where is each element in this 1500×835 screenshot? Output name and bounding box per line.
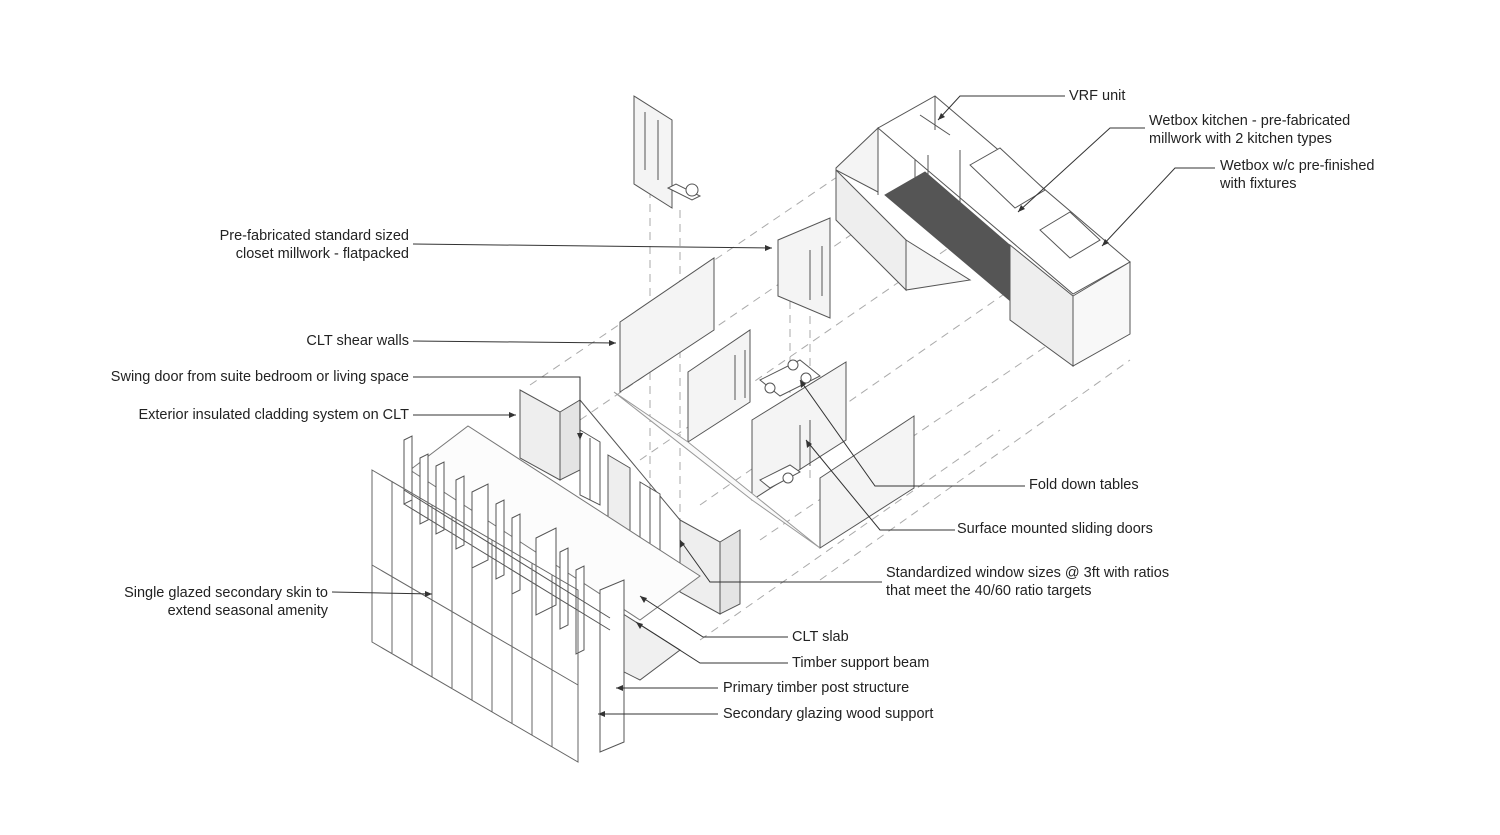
label-wetbox-kitchen: Wetbox kitchen - pre-fabricated millwork… xyxy=(1149,113,1351,147)
wetbox-unit xyxy=(835,95,1131,367)
leader-lines xyxy=(331,95,1215,715)
label-clt-shear-walls: CLT shear walls xyxy=(306,333,409,349)
label-vrf-unit: VRF unit xyxy=(1069,88,1126,104)
label-fold-down-tables: Fold down tables xyxy=(1029,477,1139,493)
label-exterior-cladding: Exterior insulated cladding system on CL… xyxy=(138,407,409,423)
label-clt-slab: CLT slab xyxy=(792,629,849,645)
label-closet-millwork: Pre-fabricated standard sized closet mil… xyxy=(219,228,409,262)
label-wetbox-wc: Wetbox w/c pre-finished with fixtures xyxy=(1220,158,1375,192)
leader-arrows xyxy=(425,113,1109,717)
label-primary-timber-post: Primary timber post structure xyxy=(723,680,910,696)
label-window-sizes: Standardized window sizes @ 3ft with rat… xyxy=(886,565,1170,599)
closet-panel xyxy=(777,217,831,319)
label-glazed-skin: Single glazed secondary skin to extend s… xyxy=(124,585,328,619)
label-timber-support-beam: Timber support beam xyxy=(792,655,930,671)
cladding-wall xyxy=(519,389,741,615)
label-swing-door: Swing door from suite bedroom or living … xyxy=(110,369,409,385)
label-glazing-wood-support: Secondary glazing wood support xyxy=(723,706,934,722)
glazed-skin xyxy=(371,469,579,763)
label-sliding-doors: Surface mounted sliding doors xyxy=(957,521,1153,537)
closet-top xyxy=(633,95,702,209)
clt-shear-walls xyxy=(613,257,915,549)
